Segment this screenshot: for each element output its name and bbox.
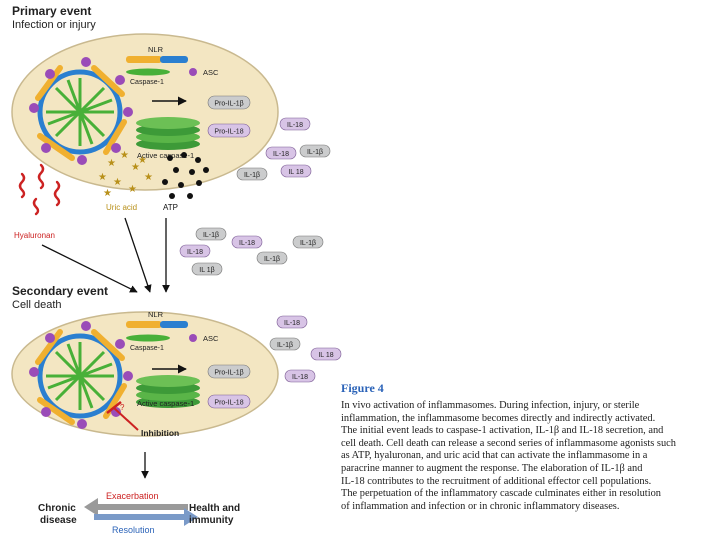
secondary-pro-il1b-pill (207, 364, 251, 379)
cytokine-il18-label: IL 18 (318, 352, 333, 359)
inhibition-label: Inhibition (141, 428, 179, 438)
svg-text:★: ★ (113, 177, 122, 188)
primary-active-caspase-label: Active caspase-1 (137, 151, 194, 160)
cytokine-il18-label: IL-18 (284, 320, 300, 327)
caption-line: The initial event leads to caspase-1 act… (341, 425, 664, 437)
caption-line: as ATP, hyaluronan, and uric acid that c… (341, 450, 648, 462)
primary-active-caspase-shape (136, 117, 200, 150)
uric-acid-label: Uric acid (106, 203, 137, 212)
secondary-event-subtitle: Cell death (12, 299, 62, 311)
released-cytokines: IL-1β IL-18 IL-18 IL-1β IL-1β IL 1β (179, 227, 324, 276)
cytokine-il1b-label: IL-1β (277, 342, 293, 349)
svg-text:★: ★ (131, 162, 140, 173)
cytokine-il1b-label: IL-1β (203, 232, 219, 239)
svg-text:★: ★ (107, 158, 116, 169)
secondary-event-title: Secondary event (12, 284, 109, 298)
exacerbation-arrow (84, 498, 188, 516)
hyaluronan-chains (18, 163, 61, 216)
uric-acid-crystals: ★★★ ★★★ ★★★ (98, 150, 153, 199)
svg-text:★: ★ (144, 172, 153, 183)
cytokine-il1b-pill (292, 235, 324, 249)
caption-line: cell death. Cell death can release a sec… (341, 437, 676, 449)
atp-molecules (162, 152, 209, 199)
svg-text:?: ? (120, 403, 125, 412)
svg-text:★: ★ (98, 172, 107, 183)
cytokine-il18-label: IL 18 (288, 169, 303, 176)
secondary-pro-il18-pill (207, 394, 251, 409)
cytokine-il18-pill (179, 244, 211, 258)
primary-event-title: Primary event (12, 4, 92, 18)
caption-line: paracrine manner to augment the response… (341, 462, 643, 474)
secondary-pro-il1b-label: Pro-IL-1β (214, 370, 243, 377)
secondary-caspase-label: Caspase-1 (130, 345, 164, 352)
hyaluronan-label: Hyaluronan (14, 231, 55, 240)
cytokine-il18-pill (284, 369, 316, 383)
caption-line: inflammation, the inflammasome becomes d… (341, 412, 656, 424)
agonist-arrows (41, 217, 170, 293)
cytokine-il18-pill (280, 164, 312, 178)
secondary-asc-label: ASC (203, 334, 219, 343)
primary-cell: NLR ASC Caspase-1 Active caspase-1 Pro-I… (11, 33, 279, 191)
secondary-nlr-bar (126, 321, 162, 328)
primary-asc-label: ASC (203, 68, 219, 77)
svg-text:★: ★ (120, 150, 129, 161)
cytokine-il18-label: IL-18 (239, 240, 255, 247)
cytokine-il1b-pill (191, 262, 223, 276)
cytokine-il1b-label: IL-1β (244, 172, 260, 179)
primary-caspase-label: Caspase-1 (130, 79, 164, 86)
cytokine-il18-pill (276, 315, 308, 329)
secondary-caspase-shape (126, 334, 170, 342)
svg-text:★: ★ (103, 188, 112, 199)
figure-title: Figure 4 (341, 381, 384, 395)
secondary-cell: NLR ASC Caspase-1 Active caspase-1 Pro-I… (11, 310, 279, 438)
cytokine-il1b-pill (236, 167, 268, 181)
cytokine-il1b-pill (256, 251, 288, 265)
cytokine-il1b-label: IL-1β (307, 149, 323, 156)
secondary-asc-icon (189, 334, 197, 342)
exacerbation-label: Exacerbation (106, 491, 159, 501)
cytokine-il18-pill (279, 117, 311, 131)
primary-asc-icon (189, 68, 197, 76)
cytokine-il18-pill (310, 347, 342, 361)
svg-text:★: ★ (138, 155, 147, 166)
primary-nlr-label: NLR (148, 45, 164, 54)
cytokine-il1b-pill (195, 227, 227, 241)
cytokine-il18-label: IL-18 (292, 374, 308, 381)
secondary-cytokines: IL-18 IL-1β IL 18 IL-18 (269, 315, 342, 383)
secondary-pro-il18-label: Pro-IL-18 (214, 400, 243, 407)
cytokine-il18-label: IL-18 (273, 151, 289, 158)
secondary-active-caspase-label: Active caspase-1 (137, 399, 194, 408)
cytokine-il1b-label: IL-1β (264, 256, 280, 263)
primary-cytokines: IL-18 IL-18 IL-1β IL-1β IL 18 (236, 117, 331, 181)
caption-line: In vivo activation of inflammasomes. Dur… (341, 400, 640, 411)
caption-line: The perpetuation of the inflammatory cas… (341, 488, 661, 500)
caption-line: of inflammation and infection or in chro… (341, 500, 620, 512)
cytokine-il18-pill (265, 146, 297, 160)
cytokine-il1b-label: IL-1β (300, 240, 316, 247)
primary-caspase-shape (126, 68, 170, 76)
cytokine-il18-label: IL-18 (187, 249, 203, 256)
cytokine-il1b-pill (299, 144, 331, 158)
secondary-nlr-label: NLR (148, 310, 164, 319)
cytokine-il1b-pill (269, 337, 301, 351)
resolution-label: Resolution (112, 525, 155, 535)
primary-pro-il18-label: Pro-IL-18 (214, 129, 243, 136)
cytokine-il18-label: IL-18 (287, 122, 303, 129)
cytokine-il18-pill (231, 235, 263, 249)
atp-label: ATP (163, 203, 178, 212)
caption-line: IL-18 contributes to the recruitment of … (341, 475, 652, 487)
figure-caption: In vivo activation of inflammasomes. Dur… (341, 400, 716, 513)
svg-text:★: ★ (128, 184, 137, 195)
primary-pro-il18-pill (207, 123, 251, 138)
primary-pro-il1b-pill (207, 95, 251, 110)
cytokine-il1b-label: IL 1β (199, 267, 214, 274)
primary-pro-il1b-label: Pro-IL-1β (214, 101, 243, 108)
resolution-arrow (94, 508, 198, 526)
primary-nlr-bar (126, 56, 162, 63)
primary-event-subtitle: Infection or injury (12, 19, 96, 31)
inhibition-arrow (113, 407, 139, 431)
